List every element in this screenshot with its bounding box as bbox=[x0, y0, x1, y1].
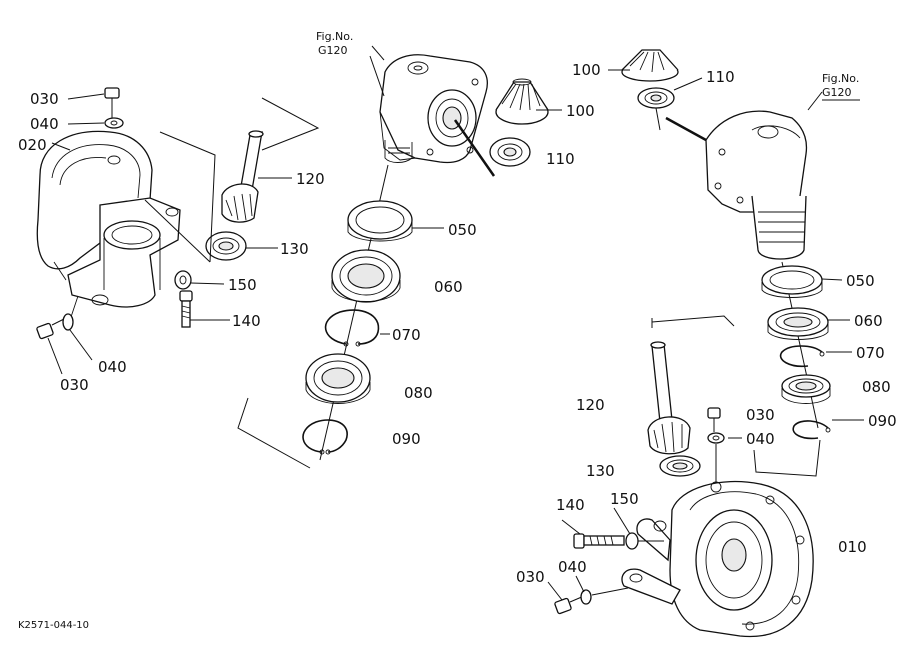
nut-150 bbox=[174, 270, 192, 290]
bearing-130-left bbox=[205, 231, 247, 261]
callout-030-right-top: 030 bbox=[746, 406, 775, 424]
callout-030-lower: 030 bbox=[60, 376, 89, 394]
callout-040-right-lower: 040 bbox=[558, 558, 587, 576]
figure-reference-right: Fig.No. G120 bbox=[822, 72, 860, 101]
leader-lines bbox=[47, 45, 864, 601]
bevel-pinion-shaft-120-right bbox=[647, 341, 691, 455]
bearing-060-right bbox=[767, 307, 829, 340]
callout-030-top: 030 bbox=[30, 90, 59, 108]
washer-040-right-lower bbox=[580, 589, 592, 605]
callout-050-center: 050 bbox=[448, 221, 477, 239]
oil-seal-050-right bbox=[761, 265, 823, 298]
callout-080-right: 080 bbox=[862, 378, 891, 396]
callout-030-right-lower: 030 bbox=[516, 568, 545, 586]
diagram-code: K2571-044-10 bbox=[18, 620, 89, 631]
snap-ring-070-center bbox=[324, 309, 380, 347]
bevel-gear-100-right bbox=[621, 49, 679, 82]
callout-040-top: 040 bbox=[30, 115, 59, 133]
bevel-pinion-shaft-120-left bbox=[221, 130, 264, 223]
bolt-140-right bbox=[573, 533, 625, 549]
bolt-axis-right-3 bbox=[591, 587, 629, 596]
callout-020: 020 bbox=[18, 136, 47, 154]
callout-120-left: 120 bbox=[296, 170, 325, 188]
callout-110-right: 110 bbox=[706, 68, 735, 86]
snap-ring-070-right bbox=[779, 345, 825, 368]
callout-040-lower: 040 bbox=[98, 358, 127, 376]
bearing-080-center bbox=[305, 353, 371, 404]
callout-090-center: 090 bbox=[392, 430, 421, 448]
bolt-140-left bbox=[179, 290, 193, 328]
callout-070-center: 070 bbox=[392, 326, 421, 344]
callout-130-right: 130 bbox=[586, 462, 615, 480]
fig-ref-right-line2: G120 bbox=[822, 86, 852, 99]
washer-040-lower bbox=[62, 313, 74, 331]
snap-ring-090-right bbox=[792, 420, 831, 440]
bearing-110-center bbox=[489, 137, 531, 167]
fig-ref-left-line1: Fig.No. bbox=[316, 30, 353, 43]
callout-150-right: 150 bbox=[610, 490, 639, 508]
assembly-line-center bbox=[237, 397, 311, 469]
bearing-130-right bbox=[659, 455, 701, 477]
callout-050-right: 050 bbox=[846, 272, 875, 290]
callout-060-right: 060 bbox=[854, 312, 883, 330]
shaft-arrow-right bbox=[665, 116, 707, 142]
callout-010: 010 bbox=[838, 538, 867, 556]
nut-150-right bbox=[625, 532, 639, 550]
callout-100-right: 100 bbox=[572, 61, 601, 79]
bolt-030-right-lower bbox=[554, 595, 585, 615]
assembly-line-left-1 bbox=[261, 97, 320, 151]
callout-140-right: 140 bbox=[556, 496, 585, 514]
callout-130-left: 130 bbox=[280, 240, 309, 258]
fig-ref-left-line2: G120 bbox=[318, 44, 348, 57]
washer-040-top bbox=[104, 117, 124, 129]
transmission-case-010 bbox=[621, 480, 814, 638]
fig-ref-right-line1: Fig.No. bbox=[822, 72, 859, 85]
bevel-gear-100-center bbox=[495, 78, 549, 125]
callout-040-right-top: 040 bbox=[746, 430, 775, 448]
assembly-line-left-3 bbox=[144, 199, 211, 263]
figure-reference-left: Fig.No. G120 bbox=[316, 30, 353, 57]
shaft-arrow-center bbox=[453, 119, 496, 177]
assembly-line-right-lower bbox=[753, 439, 821, 477]
bevel-gear-case-fig-g120-left bbox=[379, 54, 488, 164]
snap-ring-090-center bbox=[302, 419, 348, 455]
callout-070-right: 070 bbox=[856, 344, 885, 362]
bolt-030-lower bbox=[36, 317, 67, 340]
callout-120-right: 120 bbox=[576, 396, 605, 414]
callout-080-center: 080 bbox=[404, 384, 433, 402]
callout-110-center: 110 bbox=[546, 150, 575, 168]
callout-140-left: 140 bbox=[232, 312, 261, 330]
bevel-gear-case-fig-g120-right bbox=[705, 110, 808, 260]
callout-060-center: 060 bbox=[434, 278, 463, 296]
bearing-080-right bbox=[781, 374, 831, 404]
bearing-110-right bbox=[637, 87, 675, 131]
bolt-030-right-top bbox=[707, 407, 721, 432]
assembly-line-right-top bbox=[651, 315, 735, 328]
callout-100-center: 100 bbox=[566, 102, 595, 120]
washer-040-right-top bbox=[707, 432, 725, 444]
assembly-line-left-2 bbox=[159, 131, 216, 263]
oil-seal-050-center bbox=[347, 200, 413, 242]
callout-090-right: 090 bbox=[868, 412, 897, 430]
callout-150-left: 150 bbox=[228, 276, 257, 294]
bearing-060-center bbox=[331, 249, 401, 303]
gear-case-housing-020 bbox=[36, 130, 181, 321]
bolt-030-top bbox=[104, 87, 120, 118]
